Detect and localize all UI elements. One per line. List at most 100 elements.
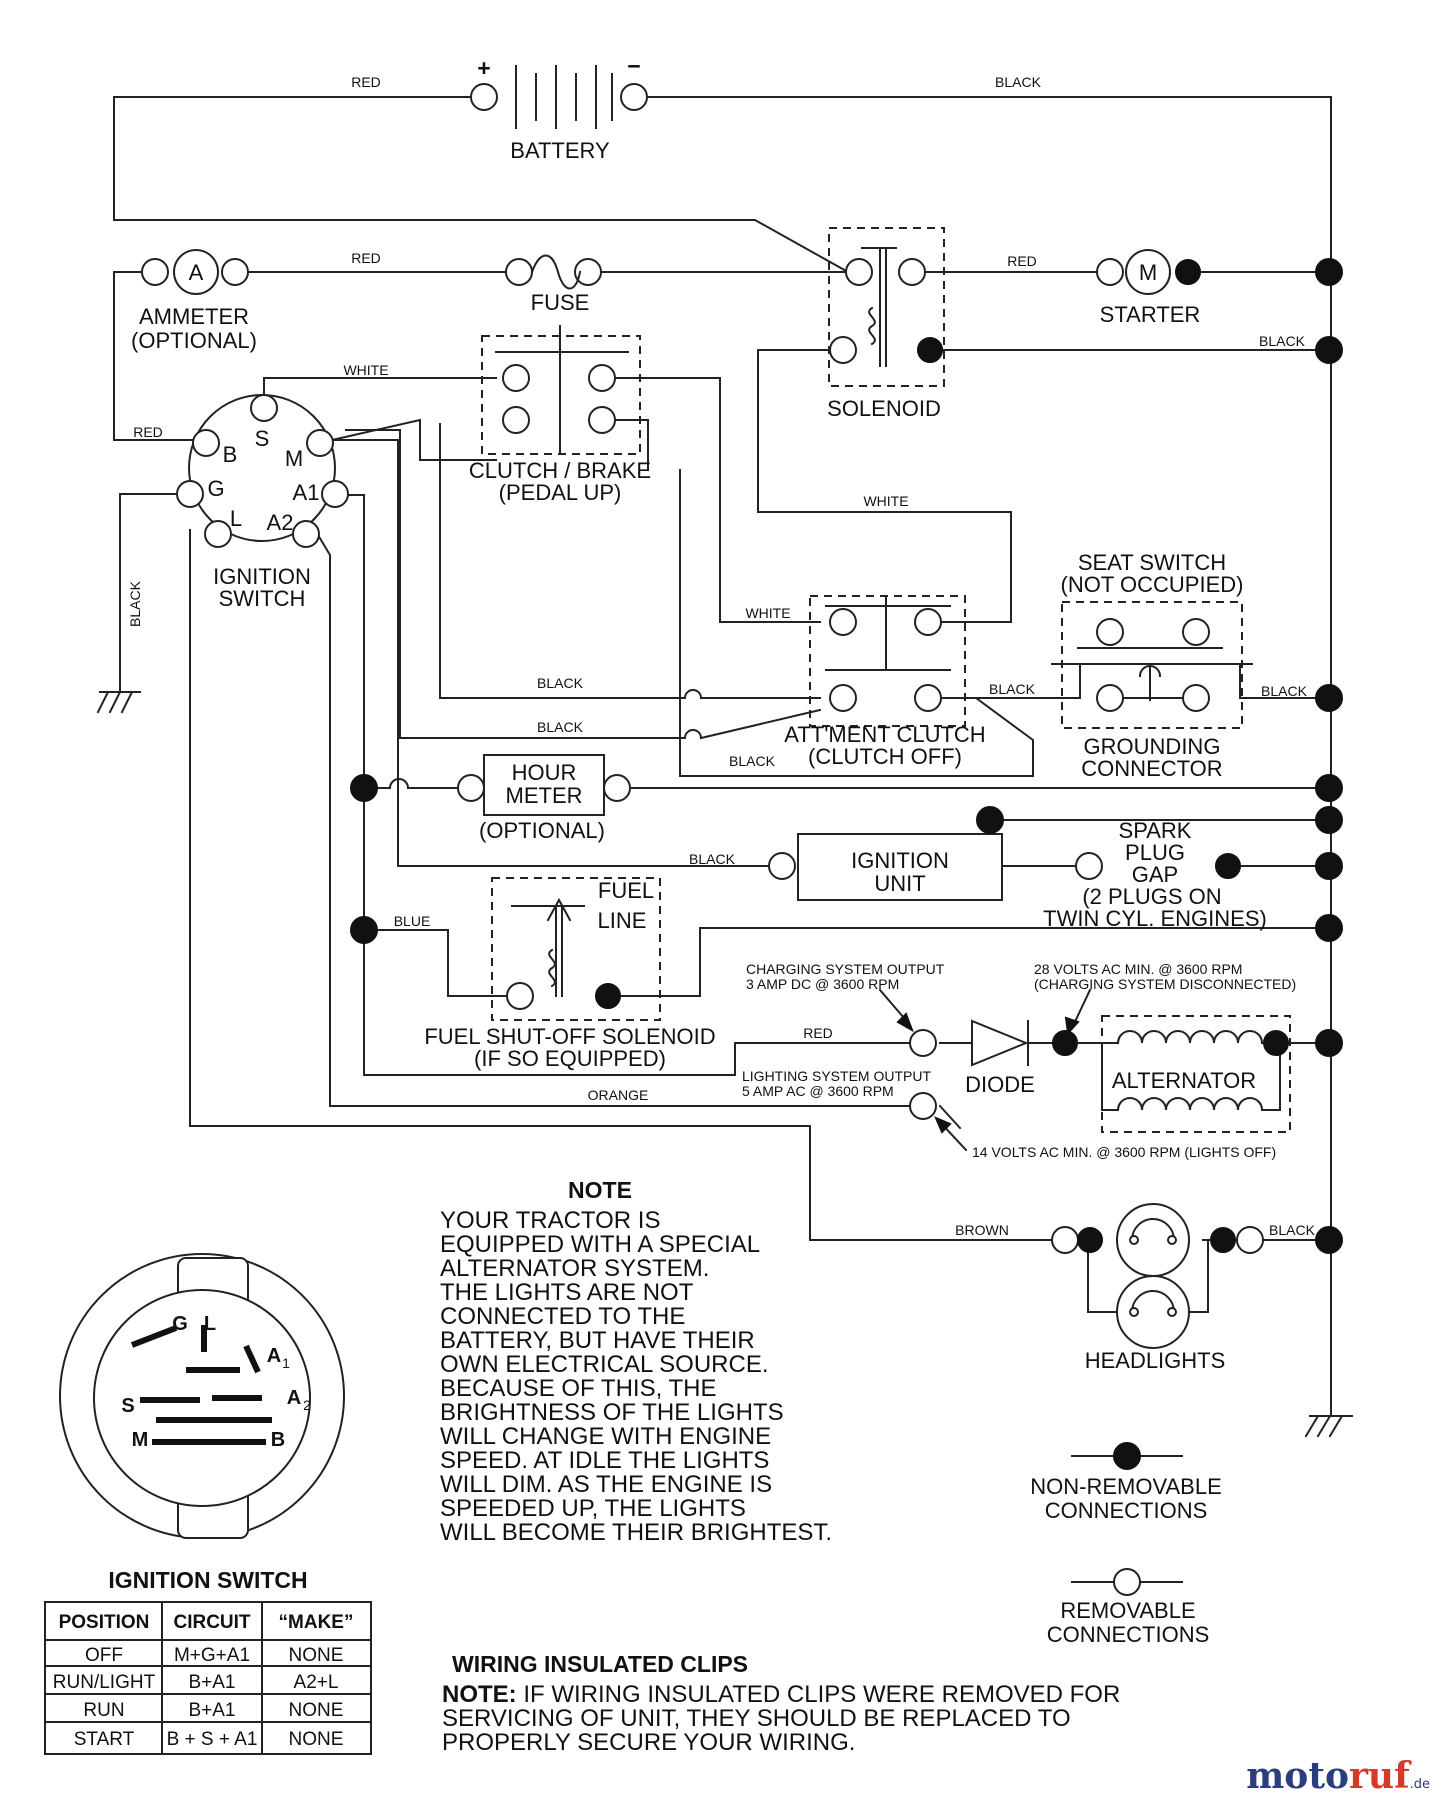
spec-labels: CHARGING SYSTEM OUTPUT 3 AMP DC @ 3600 R… (742, 961, 1296, 1160)
wire-labels: RED BLACK RED RED BLACK WHITE RED WHITE … (127, 74, 1316, 1238)
ign-terminal-b: B (223, 442, 238, 467)
note-line: EQUIPPED WITH A SPECIAL (440, 1231, 760, 1258)
wire-label-white-solenoid: WHITE (863, 493, 908, 509)
wire-label-blue: BLUE (394, 913, 431, 929)
fuse-label: FUSE (531, 290, 590, 315)
headlights-label: HEADLIGHTS (1085, 1348, 1226, 1373)
fuel-shutoff-solenoid: FUEL LINE FUEL SHUT-OFF SOLENOID (IF SO … (424, 877, 716, 1071)
alternator-note: NOTE YOUR TRACTOR IS EQUIPPED WITH A SPE… (440, 1177, 832, 1546)
hour-meter: HOUR METER (OPTIONAL) (457, 754, 631, 843)
wire-label-red-ign: RED (133, 424, 163, 440)
spark-plug-label-4: (2 PLUGS ON (1082, 884, 1221, 909)
ammeter: A AMMETER (OPTIONAL) (131, 249, 257, 353)
lighting-output-value: 5 AMP AC @ 3600 RPM (742, 1083, 894, 1099)
ignition-table-title: IGNITION SWITCH (108, 1567, 307, 1593)
switch-face-a1-sub: 1 (282, 1355, 290, 1371)
battery-plus-label: + (477, 55, 490, 81)
clips-line-2: SERVICING OF UNIT, THEY SHOULD BE REPLAC… (442, 1705, 1071, 1732)
diode-label: DIODE (965, 1072, 1035, 1097)
starter-symbol: M (1139, 260, 1157, 285)
table-header: CIRCUIT (173, 1612, 250, 1633)
note-line: WILL CHANGE WITH ENGINE (440, 1423, 771, 1450)
logo-moto: moto (1246, 1755, 1349, 1797)
ign-terminal-s: S (255, 426, 270, 451)
solenoid-label: SOLENOID (827, 396, 941, 421)
ammeter-symbol: A (189, 260, 204, 285)
note-line: THE LIGHTS ARE NOT (440, 1279, 694, 1306)
wiring-clips-note: WIRING INSULATED CLIPS NOTE: IF WIRING I… (442, 1651, 1120, 1756)
ignition-switch-label-2: SWITCH (219, 586, 306, 611)
charging-output-label: CHARGING SYSTEM OUTPUT (746, 961, 945, 977)
note-line: BECAUSE OF THIS, THE (440, 1375, 717, 1402)
note-line: SPEEDED UP, THE LIGHTS (440, 1495, 746, 1522)
legend-removable: REMOVABLE (1060, 1598, 1195, 1623)
ground-left (96, 690, 141, 714)
logo-de: .de (1410, 1777, 1430, 1792)
wire-label-black-solenoid: BLACK (1259, 333, 1306, 349)
table-header: POSITION (59, 1612, 150, 1633)
note-line: BATTERY, BUT HAVE THEIR (440, 1327, 755, 1354)
switch-face-a2-sub: 2 (303, 1397, 311, 1413)
note-line: ALTERNATOR SYSTEM. (440, 1255, 709, 1282)
clips-line-1: NOTE: IF WIRING INSULATED CLIPS WERE REM… (442, 1681, 1120, 1708)
ignition-unit: IGNITION UNIT (768, 833, 1241, 901)
attment-clutch-switch: ATT'MENT CLUTCH (CLUTCH OFF) (784, 595, 986, 769)
battery-label: BATTERY (510, 138, 610, 163)
note-line: YOUR TRACTOR IS (440, 1207, 660, 1234)
note-line: SPEED. AT IDLE THE LIGHTS (440, 1447, 769, 1474)
wire-label-black-vertical: BLACK (127, 580, 143, 627)
clips-line-3: PROPERLY SECURE YOUR WIRING. (442, 1729, 855, 1756)
battery-minus-label: − (627, 53, 640, 79)
grounding-connector-label: GROUNDING (1084, 734, 1221, 759)
wire-label-black-headlights: BLACK (1269, 1222, 1316, 1238)
note-line: WILL BECOME THEIR BRIGHTEST. (440, 1519, 832, 1546)
hour-meter-label-2: METER (506, 783, 583, 808)
hour-meter-label: HOUR (512, 760, 577, 785)
ign-terminal-l: L (230, 506, 242, 531)
ignition-switch-label: IGNITION (213, 564, 311, 589)
ammeter-label: AMMETER (139, 304, 249, 329)
attment-clutch-sublabel: (CLUTCH OFF) (808, 744, 962, 769)
charging-system: DIODE ALTERNATOR (878, 988, 1291, 1152)
seat-switch-label: SEAT SWITCH (1078, 550, 1226, 575)
fuel-line-label: LINE (598, 908, 647, 933)
ignition-unit-label-2: UNIT (874, 871, 925, 896)
table-cell: A2+L (294, 1672, 339, 1693)
wire-label-white-clutch: WHITE (343, 362, 388, 378)
switch-face-g: G (172, 1313, 188, 1335)
spark-plug: SPARK PLUG GAP (2 PLUGS ON TWIN CYL. ENG… (1043, 818, 1267, 931)
ignition-switch-face: G L A 1 A 2 S M B (59, 1253, 345, 1539)
wire-label-orange: ORANGE (588, 1087, 649, 1103)
lights-off-voltage: 14 VOLTS AC MIN. @ 3600 RPM (LIGHTS OFF) (972, 1144, 1276, 1160)
wire-label-black-att-2: BLACK (537, 719, 584, 735)
seat-switch-sublabel: (NOT OCCUPIED) (1061, 572, 1244, 597)
hour-meter-optional: (OPTIONAL) (479, 818, 605, 843)
starter-label: STARTER (1100, 302, 1201, 327)
table-cell: B+A1 (188, 1700, 235, 1721)
table-cell: NONE (289, 1729, 344, 1750)
wire-label-black-seat-left: BLACK (989, 681, 1036, 697)
wire-label-red-ammeter: RED (351, 250, 381, 266)
headlights: HEADLIGHTS (1051, 1203, 1264, 1373)
wire-label-red-starter: RED (1007, 253, 1037, 269)
table-cell: NONE (289, 1700, 344, 1721)
alt-voltage-label: 28 VOLTS AC MIN. @ 3600 RPM (1034, 961, 1242, 977)
lighting-output-label: LIGHTING SYSTEM OUTPUT (742, 1068, 931, 1084)
wire-label-red-diode: RED (803, 1025, 833, 1041)
grounding-connector-label-2: CONNECTOR (1081, 756, 1222, 781)
table-cell: B+A1 (188, 1672, 235, 1693)
switch-face-a1: A (267, 1345, 281, 1367)
alternator-label: ALTERNATOR (1112, 1068, 1256, 1093)
spark-plug-label-5: TWIN CYL. ENGINES) (1043, 906, 1267, 931)
note-title: NOTE (568, 1177, 632, 1203)
attment-clutch-label: ATT'MENT CLUTCH (784, 722, 985, 747)
seat-switch: SEAT SWITCH (NOT OCCUPIED) GROUNDING CON… (1051, 550, 1253, 781)
charging-output-value: 3 AMP DC @ 3600 RPM (746, 976, 899, 992)
spark-plug-label-3: GAP (1132, 862, 1178, 887)
note-line: CONNECTED TO THE (440, 1303, 685, 1330)
clutch-brake-switch: CLUTCH / BRAKE (PEDAL UP) (469, 325, 651, 505)
wire-label-red: RED (351, 74, 381, 90)
table-cell: NONE (289, 1645, 344, 1666)
table-cell: OFF (85, 1645, 123, 1666)
